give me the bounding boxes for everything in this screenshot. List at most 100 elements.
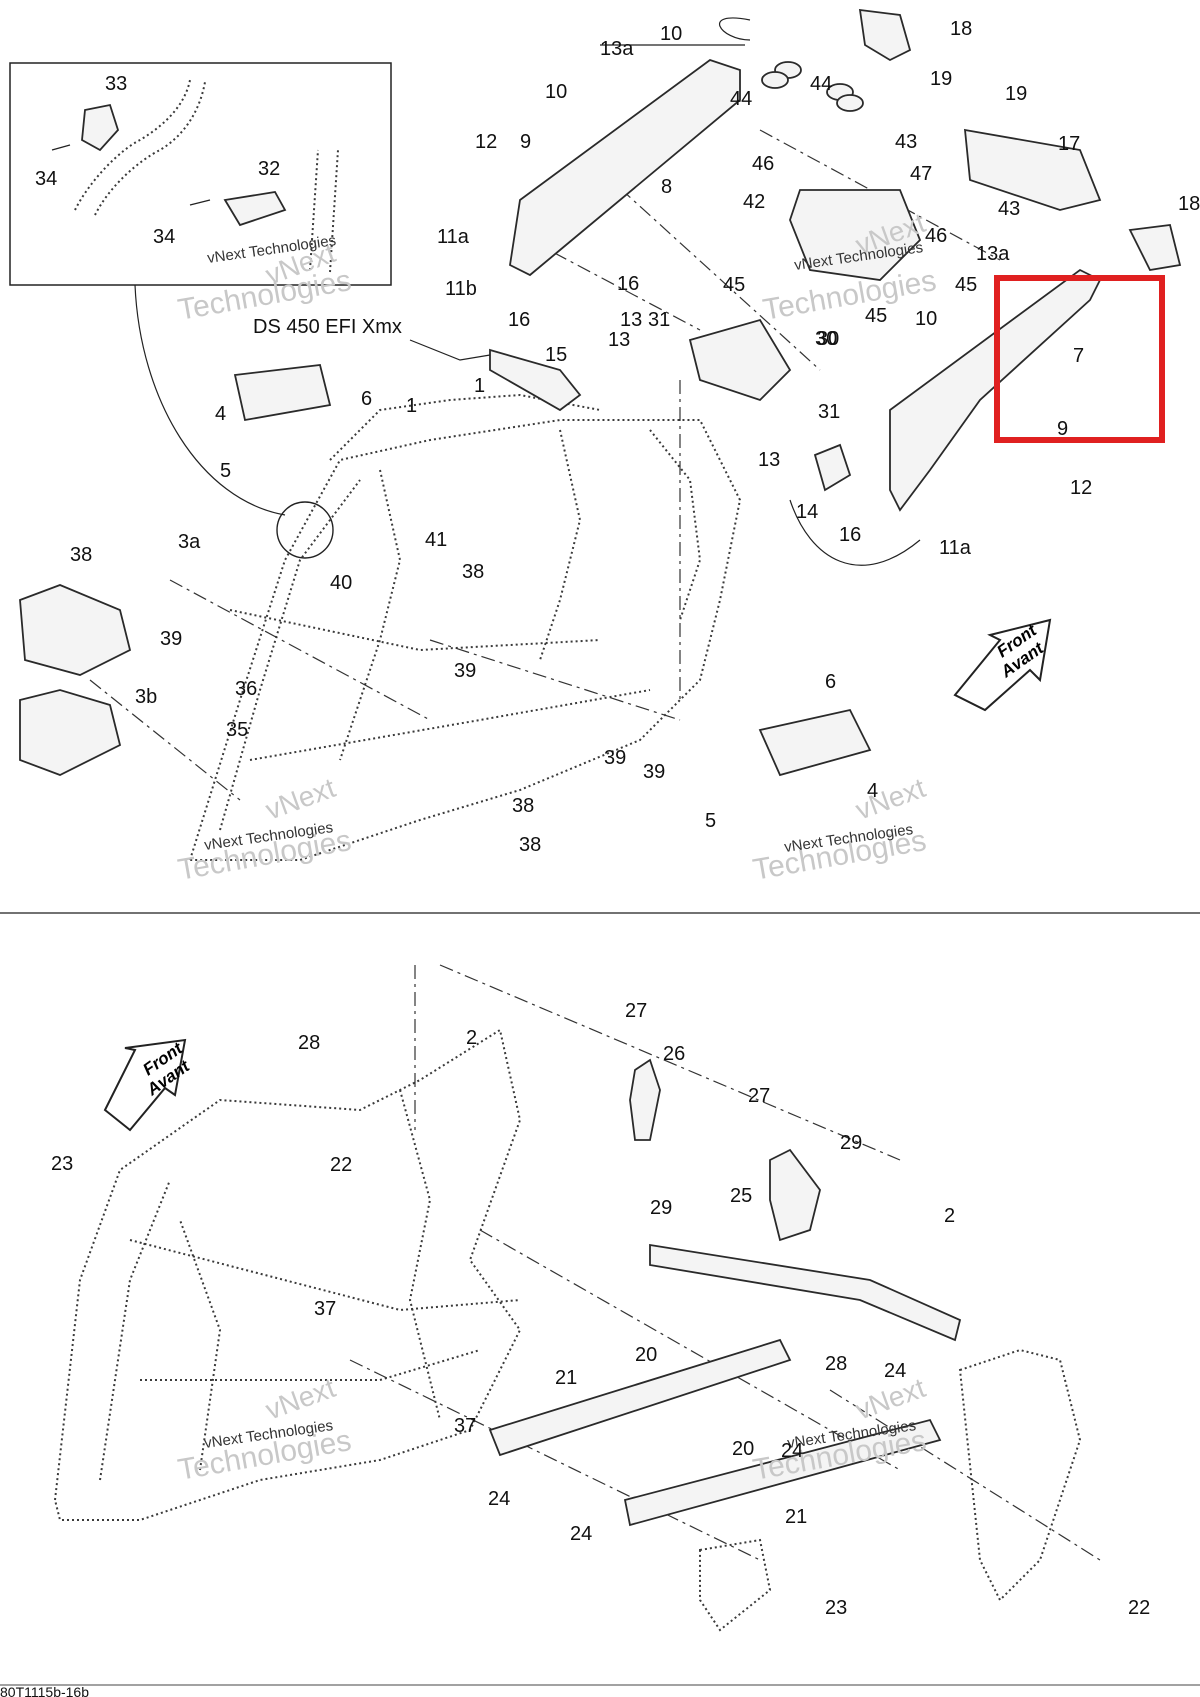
top-callout-4: 4 [867, 780, 878, 802]
top-callout-19: 19 [930, 68, 952, 90]
inset-leader-loop [134, 284, 286, 516]
top-callout-3a: 3a [178, 531, 201, 553]
bottom-callout-37: 37 [454, 1415, 476, 1437]
top-callout-14: 14 [796, 501, 818, 523]
top-callout-8: 8 [661, 176, 672, 198]
top-callout-36: 36 [235, 678, 257, 700]
assembly-line [429, 639, 681, 721]
top-callout-16: 16 [617, 273, 639, 295]
part-3b-heel-guard [19, 689, 122, 776]
bottom-callout-29: 29 [650, 1197, 672, 1219]
top-callout-11b: 11b [445, 278, 477, 300]
model-label: DS 450 EFI Xmx [253, 316, 402, 338]
top-callout-39: 39 [643, 761, 665, 783]
highlight-box [994, 275, 1165, 443]
top-callout-35: 35 [226, 719, 248, 741]
top-callout-47: 47 [910, 163, 932, 185]
bottom-callout-22: 22 [1128, 1597, 1150, 1619]
top-callout-40: 40 [330, 572, 352, 594]
svg-text:vNext: vNext [261, 772, 339, 826]
part-18-bracket [858, 8, 912, 62]
top-callout-13: 13 [620, 309, 642, 331]
bottom-callout-2: 2 [944, 1205, 955, 1227]
bottom-callout-24: 24 [884, 1360, 906, 1382]
top-callout-43: 43 [895, 131, 917, 153]
bottom-callout-21: 21 [785, 1506, 807, 1528]
top-callout-7: 7 [1073, 345, 1084, 367]
top-callout-43: 43 [998, 198, 1020, 220]
bottom-callout-24: 24 [781, 1440, 803, 1462]
top-callout-10: 10 [660, 23, 682, 45]
bottom-callout-22: 22 [330, 1154, 352, 1176]
top-callout-13a: 13a [600, 38, 634, 60]
bottom-callout-25: 25 [730, 1185, 752, 1207]
top-callout-12: 12 [475, 131, 497, 153]
part-30-strap [489, 348, 582, 412]
part-14-clamp [813, 443, 852, 492]
part-2-crossbar [649, 1243, 962, 1342]
top-callout-45: 45 [955, 274, 977, 296]
part-7-side-panel [889, 268, 1102, 512]
bottom-callout-27: 27 [625, 1000, 647, 1022]
top-callout-45: 45 [865, 305, 887, 327]
bottom-callout-29: 29 [840, 1132, 862, 1154]
part-18-bracket [1128, 224, 1182, 271]
top-callout-10: 10 [545, 81, 567, 103]
bottom-callout-2: 2 [466, 1027, 477, 1049]
bottom-callout-28: 28 [825, 1353, 847, 1375]
assembly-line [349, 1359, 761, 1561]
top-callout-34: 34 [35, 168, 57, 190]
top-callout-9: 9 [520, 131, 531, 153]
top-callout-6: 6 [825, 671, 836, 693]
bottom-callout-23: 23 [51, 1153, 73, 1175]
inset-bracket-33 [81, 103, 120, 152]
top-callout-44: 44 [730, 88, 752, 110]
bottom-callout-20: 20 [635, 1344, 657, 1366]
svg-text:vNext: vNext [851, 772, 929, 826]
part-20-frame-rail [623, 1418, 942, 1527]
top-callout-11a: 11a [939, 537, 972, 559]
bottom-callout-27: 27 [748, 1085, 770, 1107]
top-callout-18: 18 [950, 18, 972, 40]
part-20-frame-rail [488, 1338, 792, 1457]
inset-frame-tube [309, 149, 339, 273]
top-callout-38: 38 [70, 544, 92, 566]
top-callout-15: 15 [545, 344, 567, 366]
top-main-frame [188, 393, 742, 861]
top-callout-12: 12 [1070, 477, 1092, 499]
inset-frame-tube [74, 79, 206, 216]
top-callout-5: 5 [705, 810, 716, 832]
assembly-line [529, 239, 701, 331]
assembly-line [439, 964, 901, 1161]
figure-code: 80T1115b-16b [0, 1684, 89, 1697]
top-callout-13: 13 [758, 449, 780, 471]
top-callout-38: 38 [512, 795, 534, 817]
part-3a-heel-guard [19, 584, 132, 676]
top-callout-39: 39 [454, 660, 476, 682]
bottom-callout-23: 23 [825, 1597, 847, 1619]
bottom-callout-24: 24 [570, 1523, 592, 1545]
part-4-footpeg [758, 708, 872, 777]
top-callout-41: 41 [425, 529, 447, 551]
top-callout-46: 46 [925, 225, 947, 247]
top-callout-39: 39 [160, 628, 182, 650]
top-callout-9: 9 [1057, 418, 1068, 440]
front-direction-arrow [103, 1038, 187, 1132]
front-direction-arrow: Front Avant [953, 618, 1052, 712]
bottom-callout-37: 37 [314, 1298, 336, 1320]
top-callout-11a: 11a [437, 226, 470, 248]
top-callout-31: 31 [648, 309, 670, 331]
top-callout-46: 46 [752, 153, 774, 175]
bottom-callout-24: 24 [488, 1488, 510, 1510]
top-callout-38: 38 [519, 834, 541, 856]
watermark: vNext Technologies vNext Technologies [175, 772, 353, 887]
top-callout-16: 16 [508, 309, 530, 331]
top-callout-39: 39 [604, 747, 626, 769]
top-callout-4: 4 [215, 403, 226, 425]
top-callout-5: 5 [220, 460, 231, 482]
bottom-callout-26: 26 [663, 1043, 685, 1065]
top-callout-45: 45 [723, 274, 745, 296]
inset-detail-box [9, 62, 392, 286]
